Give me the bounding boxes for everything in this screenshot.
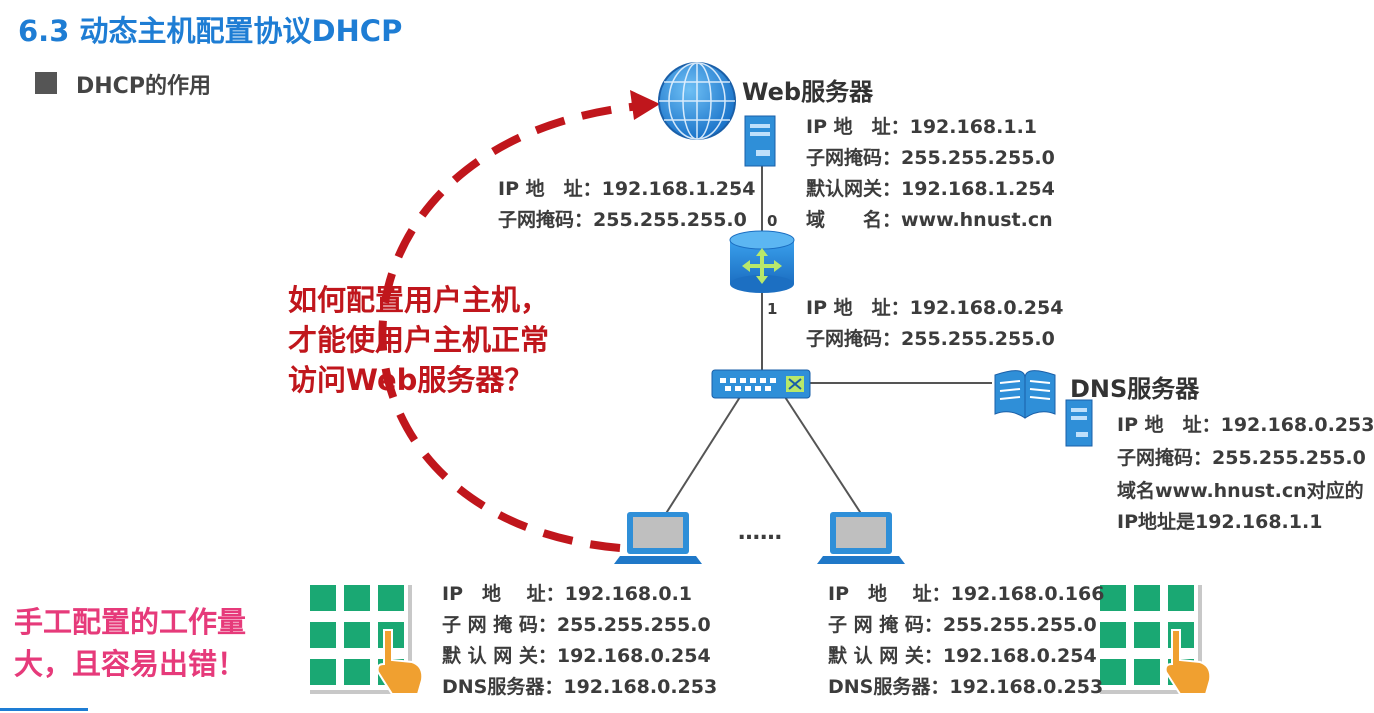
hosts-ellipsis: ……: [738, 520, 782, 545]
section-title: DHCP的作用: [76, 74, 211, 99]
dns-server-icon: [994, 370, 1093, 447]
keypad-hand-icon-right: [1100, 585, 1212, 695]
web-server-icon: [744, 115, 776, 167]
router-port0-label: 0: [767, 212, 778, 230]
host1-ip: IP 地 址：192.168.0.1: [442, 583, 693, 605]
keypad-hand-icon-left: [310, 585, 424, 695]
web-server-ip: IP 地 址：192.168.1.1: [806, 116, 1038, 138]
host2-laptop-icon: [817, 512, 905, 564]
question-line-3: 访问Web服务器？: [288, 363, 534, 397]
switch-icon: [711, 369, 811, 399]
dns-server-mapping-1: 域名www.hnust.cn对应的: [1117, 480, 1364, 502]
host2-mask: 子 网 掩 码：255.255.255.0: [828, 614, 1097, 636]
dns-server-name: DNS服务器: [1070, 375, 1200, 403]
router-port1-label: 1: [767, 300, 778, 318]
question-line-2: 才能使用户主机正常: [288, 323, 550, 357]
link-switch-host2: [784, 396, 863, 516]
host1-mask: 子 网 掩 码：255.255.255.0: [442, 614, 711, 636]
dns-server-ip: IP 地 址：192.168.0.253: [1117, 414, 1374, 436]
router-icon: [729, 230, 795, 293]
question-arrow: [378, 90, 660, 552]
manual-note-line-2: 大，且容易出错！: [14, 647, 247, 681]
host2-ip: IP 地 址：192.168.0.166: [828, 583, 1105, 605]
web-server-name: Web服务器: [742, 78, 874, 106]
router-port0-mask: 子网掩码：255.255.255.0: [498, 209, 747, 231]
router-port0-ip: IP 地 址：192.168.1.254: [498, 178, 756, 200]
web-server-mask: 子网掩码：255.255.255.0: [806, 147, 1055, 169]
host1-gateway: 默 认 网 关：192.168.0.254: [442, 645, 711, 667]
section-bullet: [35, 72, 57, 94]
host1-laptop-icon: [614, 512, 702, 564]
router-port1-ip: IP 地 址：192.168.0.254: [806, 297, 1064, 319]
router-port1-mask: 子网掩码：255.255.255.0: [806, 328, 1055, 350]
dns-server-mapping-2: IP地址是192.168.1.1: [1117, 511, 1323, 533]
link-switch-host1: [664, 396, 741, 516]
dns-server-mask: 子网掩码：255.255.255.0: [1117, 447, 1366, 469]
network-links: [664, 165, 992, 516]
host1-dns: DNS服务器：192.168.0.253: [442, 676, 718, 698]
bottom-accent-line: [0, 708, 88, 711]
web-server-gateway: 默认网关：192.168.1.254: [806, 178, 1055, 200]
web-server-domain: 域 名：www.hnust.cn: [806, 209, 1053, 231]
manual-note-line-1: 手工配置的工作量: [14, 605, 247, 639]
host2-dns: DNS服务器：192.168.0.253: [828, 676, 1104, 698]
globe-icon: [658, 62, 736, 140]
question-line-1: 如何配置用户主机，: [288, 283, 550, 317]
page-title: 6.3 动态主机配置协议DHCP: [18, 14, 403, 48]
host2-gateway: 默 认 网 关：192.168.0.254: [828, 645, 1097, 667]
